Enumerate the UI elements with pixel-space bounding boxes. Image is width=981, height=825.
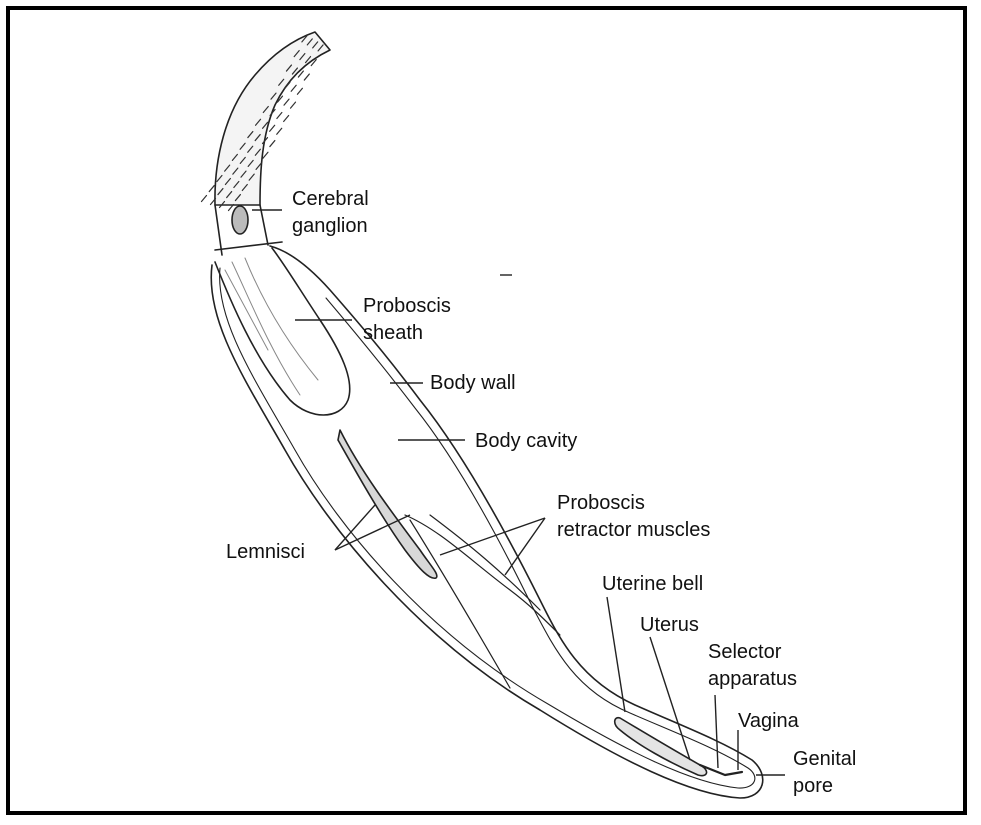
label-uterus: Uterus (640, 612, 699, 639)
proboscis (202, 32, 331, 211)
label-sheath-line1: Proboscis (363, 293, 451, 320)
label-uterine-bell: Uterine bell (602, 571, 703, 598)
label-cerebral-line1: Cerebral (292, 186, 369, 213)
label-sheath-line2: sheath (363, 320, 451, 347)
label-cerebral-ganglion: Cerebral ganglion (292, 186, 369, 240)
label-proboscis-retractor: Proboscis retractor muscles (557, 490, 710, 544)
label-selector-apparatus: Selector apparatus (708, 639, 797, 693)
retractor-muscles-shape (405, 515, 560, 688)
label-pore-line1: Genital (793, 746, 856, 773)
leader-lemnisci (335, 505, 375, 550)
label-genital-pore: Genital pore (793, 746, 856, 800)
label-selector-line1: Selector (708, 639, 797, 666)
label-pore-line2: pore (793, 773, 856, 800)
leader-retractor-2 (505, 518, 545, 575)
label-lemnisci: Lemnisci (226, 539, 305, 566)
label-body-wall: Body wall (430, 370, 516, 397)
label-vagina: Vagina (738, 708, 799, 735)
leader-selector (715, 695, 718, 768)
lemnisci-shape (338, 430, 437, 578)
leader-retractor-1 (440, 518, 545, 555)
label-selector-line2: apparatus (708, 666, 797, 693)
label-retractor-line1: Proboscis (557, 490, 710, 517)
label-body-cavity: Body cavity (475, 428, 577, 455)
label-proboscis-sheath: Proboscis sheath (363, 293, 451, 347)
label-cerebral-line2: ganglion (292, 213, 369, 240)
label-retractor-line2: retractor muscles (557, 517, 710, 544)
